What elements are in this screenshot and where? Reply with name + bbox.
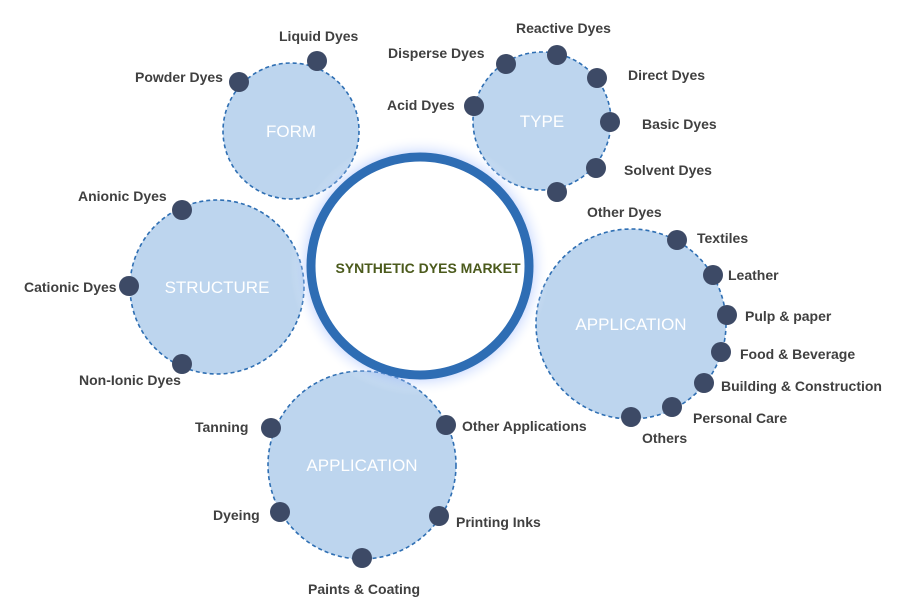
dyeing-marker: [270, 502, 290, 522]
segment-structure: STRUCTURE Anionic Dyes Cationic Dyes Non…: [24, 188, 305, 388]
dyeing-label: Dyeing: [213, 507, 260, 523]
center-hub: SYNTHETIC DYES MARKET: [290, 136, 550, 396]
segment-type: TYPE Reactive Dyes Disperse Dyes Direct …: [387, 20, 717, 220]
powder-dyes-label: Powder Dyes: [135, 69, 223, 85]
basic-dyes-label: Basic Dyes: [642, 116, 717, 132]
acid-dyes-label: Acid Dyes: [387, 97, 455, 113]
paints-coating-label: Paints & Coating: [308, 581, 420, 597]
building-construction-marker: [694, 373, 714, 393]
textiles-label: Textiles: [697, 230, 748, 246]
reactive-dyes-marker: [547, 45, 567, 65]
acid-dyes-marker: [464, 96, 484, 116]
powder-dyes-marker: [229, 72, 249, 92]
textiles-marker: [667, 230, 687, 250]
application-right-title: APPLICATION: [575, 315, 686, 334]
liquid-dyes-label: Liquid Dyes: [279, 28, 359, 44]
tanning-marker: [261, 418, 281, 438]
printing-inks-label: Printing Inks: [456, 514, 541, 530]
center-ring: [306, 152, 534, 380]
paints-coating-marker: [352, 548, 372, 568]
building-construction-label: Building & Construction: [721, 378, 882, 394]
type-title: TYPE: [520, 112, 564, 131]
anionic-dyes-marker: [172, 200, 192, 220]
printing-inks-marker: [429, 506, 449, 526]
non-ionic-dyes-label: Non-Ionic Dyes: [79, 372, 181, 388]
other-dyes-marker: [547, 182, 567, 202]
direct-dyes-label: Direct Dyes: [628, 67, 705, 83]
form-title: FORM: [266, 122, 316, 141]
basic-dyes-marker: [600, 112, 620, 132]
others-marker: [621, 407, 641, 427]
form-circle: [222, 62, 360, 200]
pulp-paper-label: Pulp & paper: [745, 308, 832, 324]
cationic-dyes-label: Cationic Dyes: [24, 279, 117, 295]
solvent-dyes-label: Solvent Dyes: [624, 162, 712, 178]
other-applications-label: Other Applications: [462, 418, 587, 434]
personal-care-label: Personal Care: [693, 410, 787, 426]
segment-form: FORM Liquid Dyes Powder Dyes: [135, 28, 360, 200]
structure-title: STRUCTURE: [165, 278, 270, 297]
disperse-dyes-marker: [496, 54, 516, 74]
leather-label: Leather: [728, 267, 779, 283]
liquid-dyes-marker: [307, 51, 327, 71]
other-dyes-label: Other Dyes: [587, 204, 662, 220]
reactive-dyes-label: Reactive Dyes: [516, 20, 611, 36]
leather-marker: [703, 265, 723, 285]
segment-application-bottom: APPLICATION Tanning Other Applications D…: [195, 370, 587, 597]
solvent-dyes-marker: [586, 158, 606, 178]
other-applications-marker: [436, 415, 456, 435]
non-ionic-dyes-marker: [172, 354, 192, 374]
application-bottom-title: APPLICATION: [306, 456, 417, 475]
segment-application-right: APPLICATION Textiles Leather Pulp & pape…: [535, 228, 882, 446]
food-beverage-label: Food & Beverage: [740, 346, 855, 362]
personal-care-marker: [662, 397, 682, 417]
others-label: Others: [642, 430, 687, 446]
tanning-label: Tanning: [195, 419, 248, 435]
food-beverage-marker: [711, 342, 731, 362]
disperse-dyes-label: Disperse Dyes: [388, 45, 485, 61]
direct-dyes-marker: [587, 68, 607, 88]
cationic-dyes-marker: [119, 276, 139, 296]
anionic-dyes-label: Anionic Dyes: [78, 188, 167, 204]
center-title: SYNTHETIC DYES MARKET: [335, 260, 521, 276]
pulp-paper-marker: [717, 305, 737, 325]
